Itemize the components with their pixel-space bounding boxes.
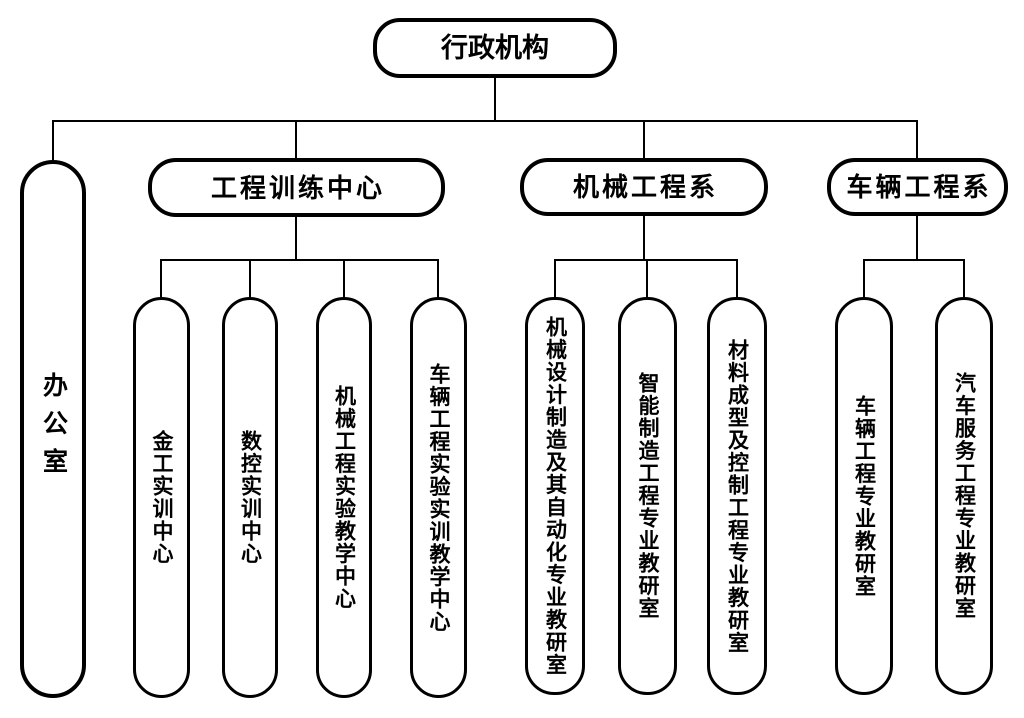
node-metalwork-training-center: 金工实训中心: [133, 297, 190, 698]
connector-mechanical-bus: [554, 259, 738, 261]
node-administrative-org: 行政机构: [373, 18, 617, 78]
node-mech-eng-experiment-teaching-center: 机械工程实验教学中心: [316, 297, 372, 698]
node-office: 办公室: [20, 160, 86, 698]
connector-mechanical-stem: [643, 216, 645, 261]
connector-drop-mech-exp-center: [343, 261, 345, 297]
node-engineering-training-center: 工程训练中心: [148, 158, 445, 217]
connector-drop-vehicle-teaching: [863, 261, 865, 297]
connector-root-stem: [494, 78, 496, 122]
connector-vehicle-bus: [863, 259, 965, 261]
node-material-forming-teaching-office: 材料成型及控制工程专业教研室: [707, 297, 767, 695]
connector-drop-material-forming: [736, 261, 738, 297]
connector-training-stem: [295, 217, 297, 261]
connector-drop-cnc: [249, 261, 251, 297]
connector-drop-training-center: [295, 120, 297, 160]
node-vehicle-eng-experiment-training-center: 车辆工程实验实训教学中心: [410, 297, 467, 698]
connector-drop-mechanical-dept: [643, 120, 645, 158]
connector-training-bus: [160, 259, 439, 261]
connector-drop-auto-service: [963, 261, 965, 297]
connector-drop-intelligent-mfg: [646, 261, 648, 297]
node-intelligent-mfg-teaching-office: 智能制造工程专业教研室: [618, 297, 677, 695]
node-cnc-training-center: 数控实训中心: [222, 297, 278, 698]
connector-drop-vehicle-dept: [916, 120, 918, 158]
connector-drop-mech-design: [554, 261, 556, 297]
connector-vehicle-stem: [916, 216, 918, 261]
connector-level1-bus: [52, 120, 918, 122]
node-vehicle-eng-teaching-office: 车辆工程专业教研室: [835, 297, 893, 695]
node-mechanical-engineering-dept: 机械工程系: [520, 158, 768, 216]
connector-drop-office: [52, 120, 54, 160]
node-auto-service-teaching-office: 汽车服务工程专业教研室: [935, 297, 993, 695]
node-mech-design-auto-teaching-office: 机械设计制造及其自动化专业教研室: [525, 297, 585, 695]
connector-drop-vehicle-exp-center: [437, 261, 439, 297]
connector-drop-metalwork: [160, 261, 162, 297]
node-vehicle-engineering-dept: 车辆工程系: [827, 158, 1008, 216]
